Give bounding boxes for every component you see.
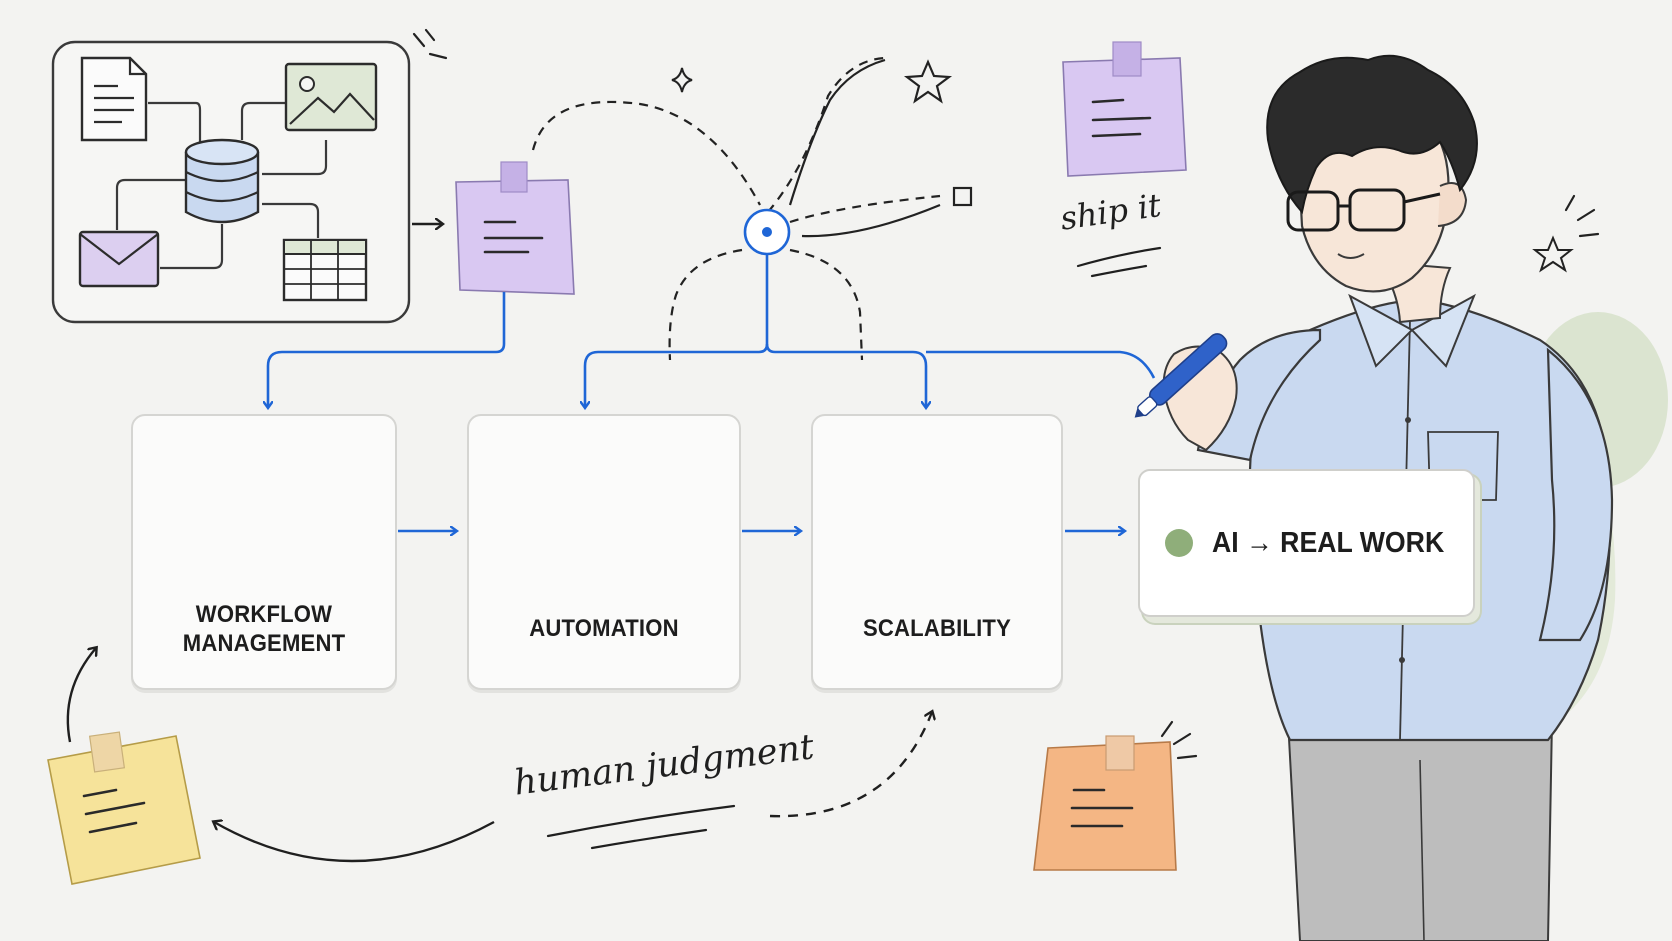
database-icon xyxy=(184,138,260,224)
sticky-note-yellow xyxy=(47,731,201,885)
step-label-workflow: WORKFLOW MANAGEMENT xyxy=(143,600,384,658)
doodle-dashed-arcs xyxy=(531,56,941,361)
step-label-automation: AUTOMATION xyxy=(529,615,679,642)
flow-connectors xyxy=(268,254,1156,531)
sticky-note-purple-left xyxy=(455,161,575,295)
data-sources-panel xyxy=(51,40,411,324)
underline-strokes xyxy=(546,246,1162,850)
star-outline-icon xyxy=(903,59,953,104)
doodle-solid-curves xyxy=(788,58,941,238)
node-circle-icon xyxy=(743,208,791,256)
result-card[interactable]: AI → REAL WORK xyxy=(1138,469,1475,617)
sticky-note-orange xyxy=(1033,735,1177,871)
status-dot xyxy=(1165,529,1193,557)
step-box-scalability[interactable]: SCALABILITY xyxy=(811,414,1063,690)
document-icon xyxy=(80,56,148,142)
step-label-workflow-line1: WORKFLOW xyxy=(195,601,333,628)
star-small-icon xyxy=(1532,235,1574,273)
sparkle-icon xyxy=(671,67,693,93)
sticky-note-purple-top xyxy=(1062,41,1187,177)
image-icon xyxy=(284,62,378,132)
table-icon xyxy=(282,238,368,302)
step-box-workflow[interactable]: WORKFLOW MANAGEMENT xyxy=(131,414,397,690)
step-box-automation[interactable]: AUTOMATION xyxy=(467,414,741,690)
emphasis-ticks xyxy=(412,28,1600,760)
small-square-icon xyxy=(952,186,973,207)
step-label-scalability: SCALABILITY xyxy=(862,615,1012,642)
envelope-icon xyxy=(78,230,160,288)
step-label-workflow-line2: MANAGEMENT xyxy=(182,630,346,657)
result-label: AI → REAL WORK xyxy=(1212,527,1445,559)
feedback-arrows xyxy=(66,648,932,863)
